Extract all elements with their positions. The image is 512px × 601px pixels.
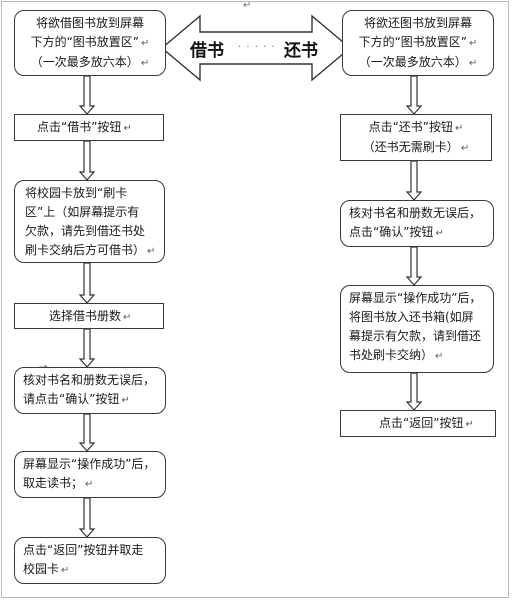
borrow-step-5: 核对书名和册数无误后， 请点击“确认”按钮↵ xyxy=(14,367,166,414)
return-step-1-line-3: （一次最多放六本） xyxy=(358,55,467,69)
return-step-3-line-1: 核对书名和册数无误后， xyxy=(349,206,482,220)
borrow-step-3-line-3: 欠款，请先到借还书处 xyxy=(25,224,146,238)
borrow-label: 借书 xyxy=(190,41,224,61)
return-step-5: 点击“返回”按钮↵ xyxy=(340,410,496,437)
return-step-3: 核对书名和册数无误后， 点击“确认”按钮↵ xyxy=(340,200,494,247)
return-step-4-line-2: 将图书放入还书箱(如屏 xyxy=(349,310,474,324)
return-step-1-line-1: 将欲还图书放到屏幕 xyxy=(363,16,472,30)
return-step-2: 点击“还书”按钮↵ （还书无需刷卡）↵ xyxy=(340,114,492,161)
return-arrow-3 xyxy=(405,246,423,286)
connector-dots: · · · · · xyxy=(238,42,276,53)
return-arrow-2 xyxy=(405,160,423,201)
borrow-arrow-3 xyxy=(78,262,96,304)
borrow-step-5-line-2: 请点击“确认”按钮 xyxy=(23,392,120,406)
borrow-step-3-line-2: 区”上（如屏幕提示有 xyxy=(25,205,140,219)
borrow-step-4-text: 选择借书册数 xyxy=(49,309,122,323)
return-step-2-line-1: 点击“还书”按钮 xyxy=(368,120,454,134)
borrow-arrow-5 xyxy=(78,413,96,452)
para-mark-top: ↵ xyxy=(243,0,252,11)
return-label: 还书 xyxy=(284,41,318,61)
borrow-arrow-4 xyxy=(78,328,96,368)
borrow-step-7-line-2: 校园卡 xyxy=(23,562,60,576)
return-step-4-line-1: 屏幕显示“操作成功”后， xyxy=(349,291,482,305)
return-step-2-line-2: （还书无需刷卡） xyxy=(362,140,459,154)
borrow-step-3-line-1: 将校园卡放到“刷卡 xyxy=(25,186,128,200)
borrow-step-1-line-2: 下方的“图书放置区” xyxy=(30,35,140,49)
return-step-1-line-2: 下方的“图书放置区” xyxy=(358,35,468,49)
borrow-step-6-line-1: 屏幕显示“操作成功”后， xyxy=(23,457,156,471)
return-step-5-text: 点击“返回”按钮 xyxy=(379,416,464,430)
borrow-step-6-line-2: 取走读书； xyxy=(23,476,84,490)
borrow-step-1: 将欲借图书放到屏幕 下方的“图书放置区”↵ （一次最多放六本）↵ xyxy=(14,10,166,76)
return-step-1: 将欲还图书放到屏幕 下方的“图书放置区”↵ （一次最多放六本）↵ xyxy=(342,10,494,76)
borrow-step-1-line-3: （一次最多放六本） xyxy=(30,55,139,69)
borrow-step-6: 屏幕显示“操作成功”后， 取走读书；↵ xyxy=(14,451,166,498)
borrow-step-7: 点击“返回”按钮并取走 校园卡↵ xyxy=(14,537,166,584)
return-arrow-1 xyxy=(405,75,423,115)
return-step-4: 屏幕显示“操作成功”后， 将图书放入还书箱(如屏 幕提示有欠款，请到借还 书处刷… xyxy=(340,285,494,373)
return-step-4-line-4: 书处刷卡交纳） xyxy=(349,348,434,362)
borrow-arrow-6 xyxy=(78,497,96,538)
borrow-step-1-line-1: 将欲借图书放到屏幕 xyxy=(35,16,144,30)
return-step-4-line-3: 幕提示有欠款，请到借还 xyxy=(349,329,482,343)
borrow-step-2: 点击“借书”按钮↵ xyxy=(14,114,164,141)
return-arrow-4 xyxy=(405,372,423,411)
borrow-arrow-2 xyxy=(78,140,96,181)
borrow-step-4: 选择借书册数↵ xyxy=(14,303,164,329)
borrow-step-3-line-4: 刷卡交纳后方可借书） xyxy=(25,243,146,257)
borrow-arrow-1 xyxy=(78,75,96,115)
borrow-step-5-line-1: 核对书名和册数无误后， xyxy=(23,373,156,387)
borrow-step-3: 将校园卡放到“刷卡 区”上（如屏幕提示有 欠款，请先到借还书处 刷卡交纳后方可借… xyxy=(14,180,165,263)
return-step-3-line-2: 点击“确认”按钮 xyxy=(349,225,434,239)
borrow-step-2-text: 点击“借书”按钮 xyxy=(37,120,122,134)
borrow-step-7-line-1: 点击“返回”按钮并取走 xyxy=(23,543,144,557)
